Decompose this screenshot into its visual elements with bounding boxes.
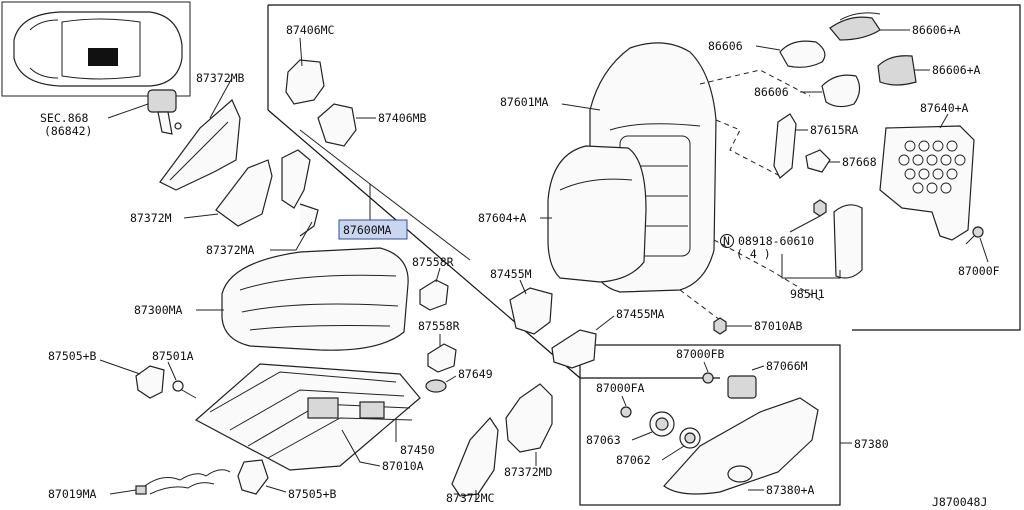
- label-nut-marker: N: [723, 234, 730, 248]
- label-87372md: 87372MD: [504, 465, 553, 479]
- label-985h1: 985H1: [790, 287, 825, 301]
- label-87558r-bottom: 87558R: [418, 319, 460, 333]
- label-87010ab: 87010AB: [754, 319, 803, 333]
- nut-08918-60610: [813, 199, 827, 217]
- clip-87558r-bottom: [427, 343, 457, 373]
- lumbar-panel-87640a: [879, 125, 975, 241]
- label-87372mc: 87372MC: [446, 491, 495, 505]
- label-87406mc: 87406MC: [286, 23, 335, 37]
- label-sec-ref-sub: (86842): [44, 124, 92, 138]
- label-87406mb: 87406MB: [378, 111, 427, 125]
- cover-87455m: [509, 287, 553, 335]
- lever-87615ra: [773, 113, 797, 179]
- label-87019ma: 87019MA: [48, 487, 97, 501]
- side-cover-box: [579, 344, 841, 506]
- label-87062: 87062: [616, 453, 651, 467]
- knob-87668: [805, 149, 831, 173]
- harness-87019ma: [135, 469, 231, 495]
- bracket-87406mb: [317, 103, 357, 147]
- label-87000fb: 87000FB: [676, 347, 725, 361]
- highlight-87600ma: [338, 219, 408, 240]
- seat-location-marker: [88, 48, 118, 66]
- car-thumbnail: [1, 1, 191, 97]
- label-87505b-top: 87505+B: [48, 349, 97, 363]
- trim-87372mc: [451, 417, 499, 497]
- trim-86606-top: [779, 40, 826, 68]
- label-87668: 87668: [842, 155, 877, 169]
- trim-87372mb: [159, 99, 241, 191]
- label-86606-mid: 86606: [754, 85, 789, 99]
- bolt-87501a: [172, 380, 197, 399]
- trim-87372ma: [281, 149, 319, 237]
- label-87000f: 87000F: [958, 264, 1000, 278]
- label-87501a: 87501A: [152, 349, 194, 363]
- label-87604a: 87604+A: [478, 211, 527, 225]
- label-87300ma: 87300MA: [134, 303, 183, 317]
- label-87000fa: 87000FA: [596, 381, 645, 395]
- label-nut-part: 08918-60610: [738, 234, 814, 248]
- screw-87000f: [965, 226, 984, 245]
- label-87372m: 87372M: [130, 211, 172, 225]
- cover-87505b-top: [135, 365, 165, 399]
- cap-87649: [425, 379, 447, 393]
- label-87601ma: 87601MA: [500, 95, 549, 109]
- diagram-id: J870048J: [932, 495, 987, 509]
- label-nut-qty: ( 4 ): [736, 247, 771, 261]
- label-87066m: 87066M: [766, 359, 808, 373]
- trim-86606a-top: [829, 12, 881, 41]
- label-87505b-bottom: 87505+B: [288, 487, 337, 501]
- label-87615ra: 87615RA: [810, 123, 859, 137]
- label-87372ma: 87372MA: [206, 243, 255, 257]
- switch-87066m: [727, 375, 757, 399]
- label-87450: 87450: [400, 443, 435, 457]
- side-cover-87380a: [663, 397, 819, 495]
- label-86606-top: 86606: [708, 39, 743, 53]
- backrest-group-frame: [268, 4, 1021, 331]
- label-87640a: 87640+A: [920, 101, 969, 115]
- trim-87372md: [505, 383, 553, 453]
- callout-labels: SEC.868 (86842) 87372MB 87372M 87372MA 8…: [40, 23, 1000, 509]
- label-86606a-top: 86606+A: [912, 23, 961, 37]
- bracket-87406mc: [285, 59, 325, 105]
- label-87063: 87063: [586, 433, 621, 447]
- seat-cushion-87300ma: [221, 247, 409, 351]
- label-87380: 87380: [854, 437, 889, 451]
- screw-87000fb: [702, 372, 714, 384]
- seat-frame-87450: [194, 363, 421, 471]
- label-87380a: 87380+A: [766, 483, 815, 497]
- knob-87063: [649, 411, 675, 437]
- knob-87062: [679, 427, 701, 449]
- trim-86606a-mid: [877, 55, 917, 86]
- seatback-trim-87604a: [547, 145, 647, 283]
- screw-87000fa: [620, 406, 632, 418]
- label-87455ma: 87455MA: [616, 307, 665, 321]
- cover-87455ma: [551, 329, 597, 369]
- buckle-part: [147, 89, 182, 135]
- label-87600ma: 87600MA: [343, 223, 392, 237]
- clip-87558r-top: [419, 279, 449, 311]
- label-87649: 87649: [458, 367, 493, 381]
- label-87010a: 87010A: [382, 459, 424, 473]
- label-87558r-top: 87558R: [412, 255, 454, 269]
- label-86606a-mid: 86606+A: [932, 63, 981, 77]
- trim-86606-mid: [821, 74, 861, 108]
- cover-87505b-bottom: [237, 459, 269, 495]
- label-87372mb: 87372MB: [196, 71, 245, 85]
- trim-87372m: [215, 159, 273, 227]
- bolt-87010ab: [713, 317, 727, 335]
- label-87455m: 87455M: [490, 267, 532, 281]
- nut-marker-circle: [720, 234, 734, 248]
- label-sec-ref: SEC.868: [40, 111, 89, 125]
- bracket-985h1: [833, 204, 863, 279]
